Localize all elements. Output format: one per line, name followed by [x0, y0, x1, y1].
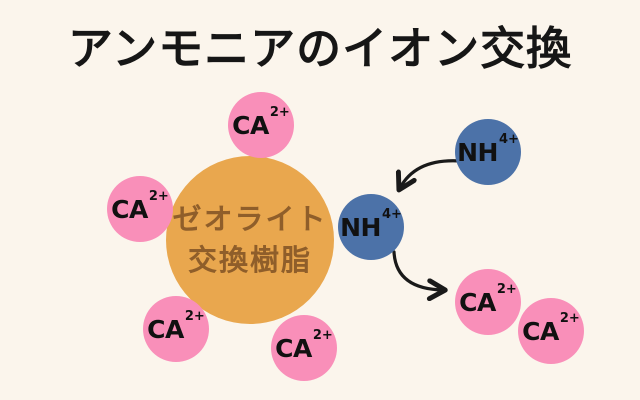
- ion-symbol: CA: [275, 333, 312, 363]
- zeolite-resin-circle: ゼオライト 交換樹脂: [166, 156, 334, 324]
- ion-charge: 2+: [148, 188, 169, 204]
- ion-charge: 2+: [312, 327, 333, 343]
- ion-symbol: NH: [457, 137, 498, 167]
- ion-symbol: CA: [232, 110, 269, 140]
- ion-charge: 2+: [184, 308, 205, 324]
- ion-symbol: CA: [522, 316, 559, 346]
- curved-arrow-in-icon: [400, 159, 463, 188]
- ion-charge: 4+: [498, 131, 519, 147]
- ion-charge: 4+: [381, 206, 402, 222]
- ion-symbol: NH: [340, 212, 381, 242]
- ion-symbol: CA: [147, 314, 184, 344]
- ion-symbol: CA: [111, 194, 148, 224]
- ion-charge: 2+: [496, 281, 517, 297]
- curved-arrow-out-icon: [392, 250, 443, 290]
- page-title: アンモニアのイオン交換: [67, 22, 573, 75]
- ion-charge: 2+: [559, 310, 580, 326]
- zeolite-label-line1: ゼオライト: [172, 202, 328, 237]
- ion-symbol: CA: [459, 287, 496, 317]
- zeolite-label-line2: 交換樹脂: [187, 243, 312, 277]
- ion-charge: 2+: [269, 104, 290, 120]
